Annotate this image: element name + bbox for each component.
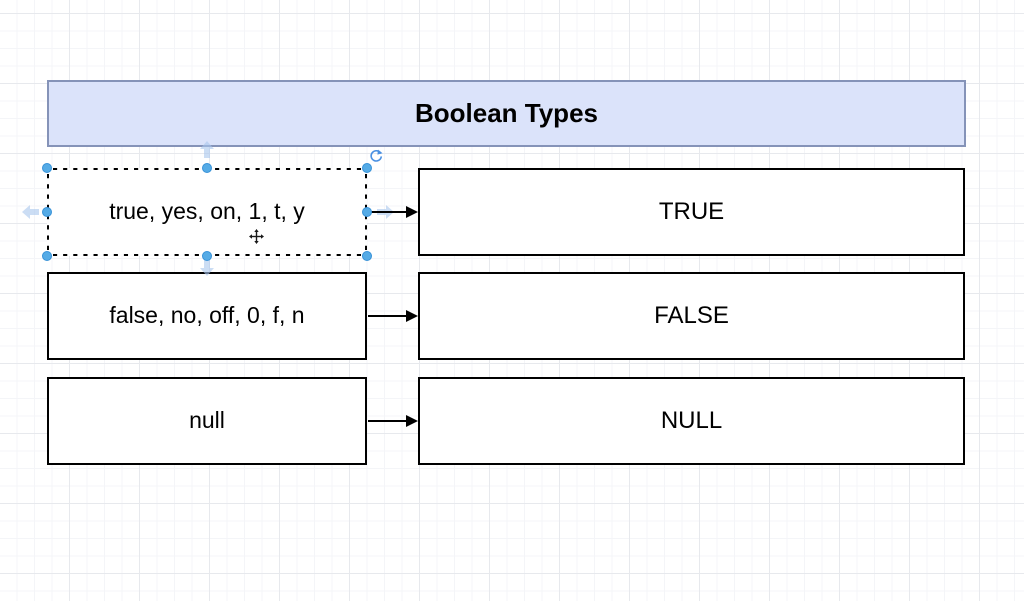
rotate-icon[interactable]: [369, 149, 383, 163]
selection-handle-s[interactable]: [202, 251, 212, 261]
target-shape-true[interactable]: TRUE: [418, 168, 965, 256]
selection-handle-ne[interactable]: [362, 163, 372, 173]
target-shape-label: TRUE: [658, 197, 725, 225]
source-shape-true[interactable]: true, yes, on, 1, t, y: [47, 168, 367, 256]
source-shape-false[interactable]: false, no, off, 0, f, n: [47, 272, 367, 360]
connector-true[interactable]: [368, 211, 407, 213]
source-shape-label: null: [189, 407, 225, 434]
source-shape-label: false, no, off, 0, f, n: [109, 302, 305, 329]
connector-arrowhead-icon: [406, 310, 418, 322]
title-shape[interactable]: Boolean Types: [47, 80, 966, 147]
move-icon: [249, 229, 264, 244]
selection-handle-se[interactable]: [362, 251, 372, 261]
selection-handle-e[interactable]: [362, 207, 372, 217]
arrow-up-icon[interactable]: [199, 140, 215, 158]
selection-handle-n[interactable]: [202, 163, 212, 173]
connector-false[interactable]: [368, 315, 407, 317]
connector-arrowhead-icon: [406, 206, 418, 218]
connector-null[interactable]: [368, 420, 407, 422]
source-shape-null[interactable]: null: [47, 377, 367, 465]
arrow-left-icon[interactable]: [21, 204, 39, 220]
selection-handle-nw[interactable]: [42, 163, 52, 173]
target-shape-false[interactable]: FALSE: [418, 272, 965, 360]
selection-handle-w[interactable]: [42, 207, 52, 217]
connector-arrowhead-icon: [406, 415, 418, 427]
target-shape-null[interactable]: NULL: [418, 377, 965, 465]
title-label: Boolean Types: [414, 97, 598, 128]
target-shape-label: NULL: [660, 406, 723, 434]
target-shape-label: FALSE: [654, 301, 729, 329]
arrow-down-icon[interactable]: [199, 259, 215, 277]
selection-handle-sw[interactable]: [42, 251, 52, 261]
source-shape-label: true, yes, on, 1, t, y: [109, 198, 305, 225]
